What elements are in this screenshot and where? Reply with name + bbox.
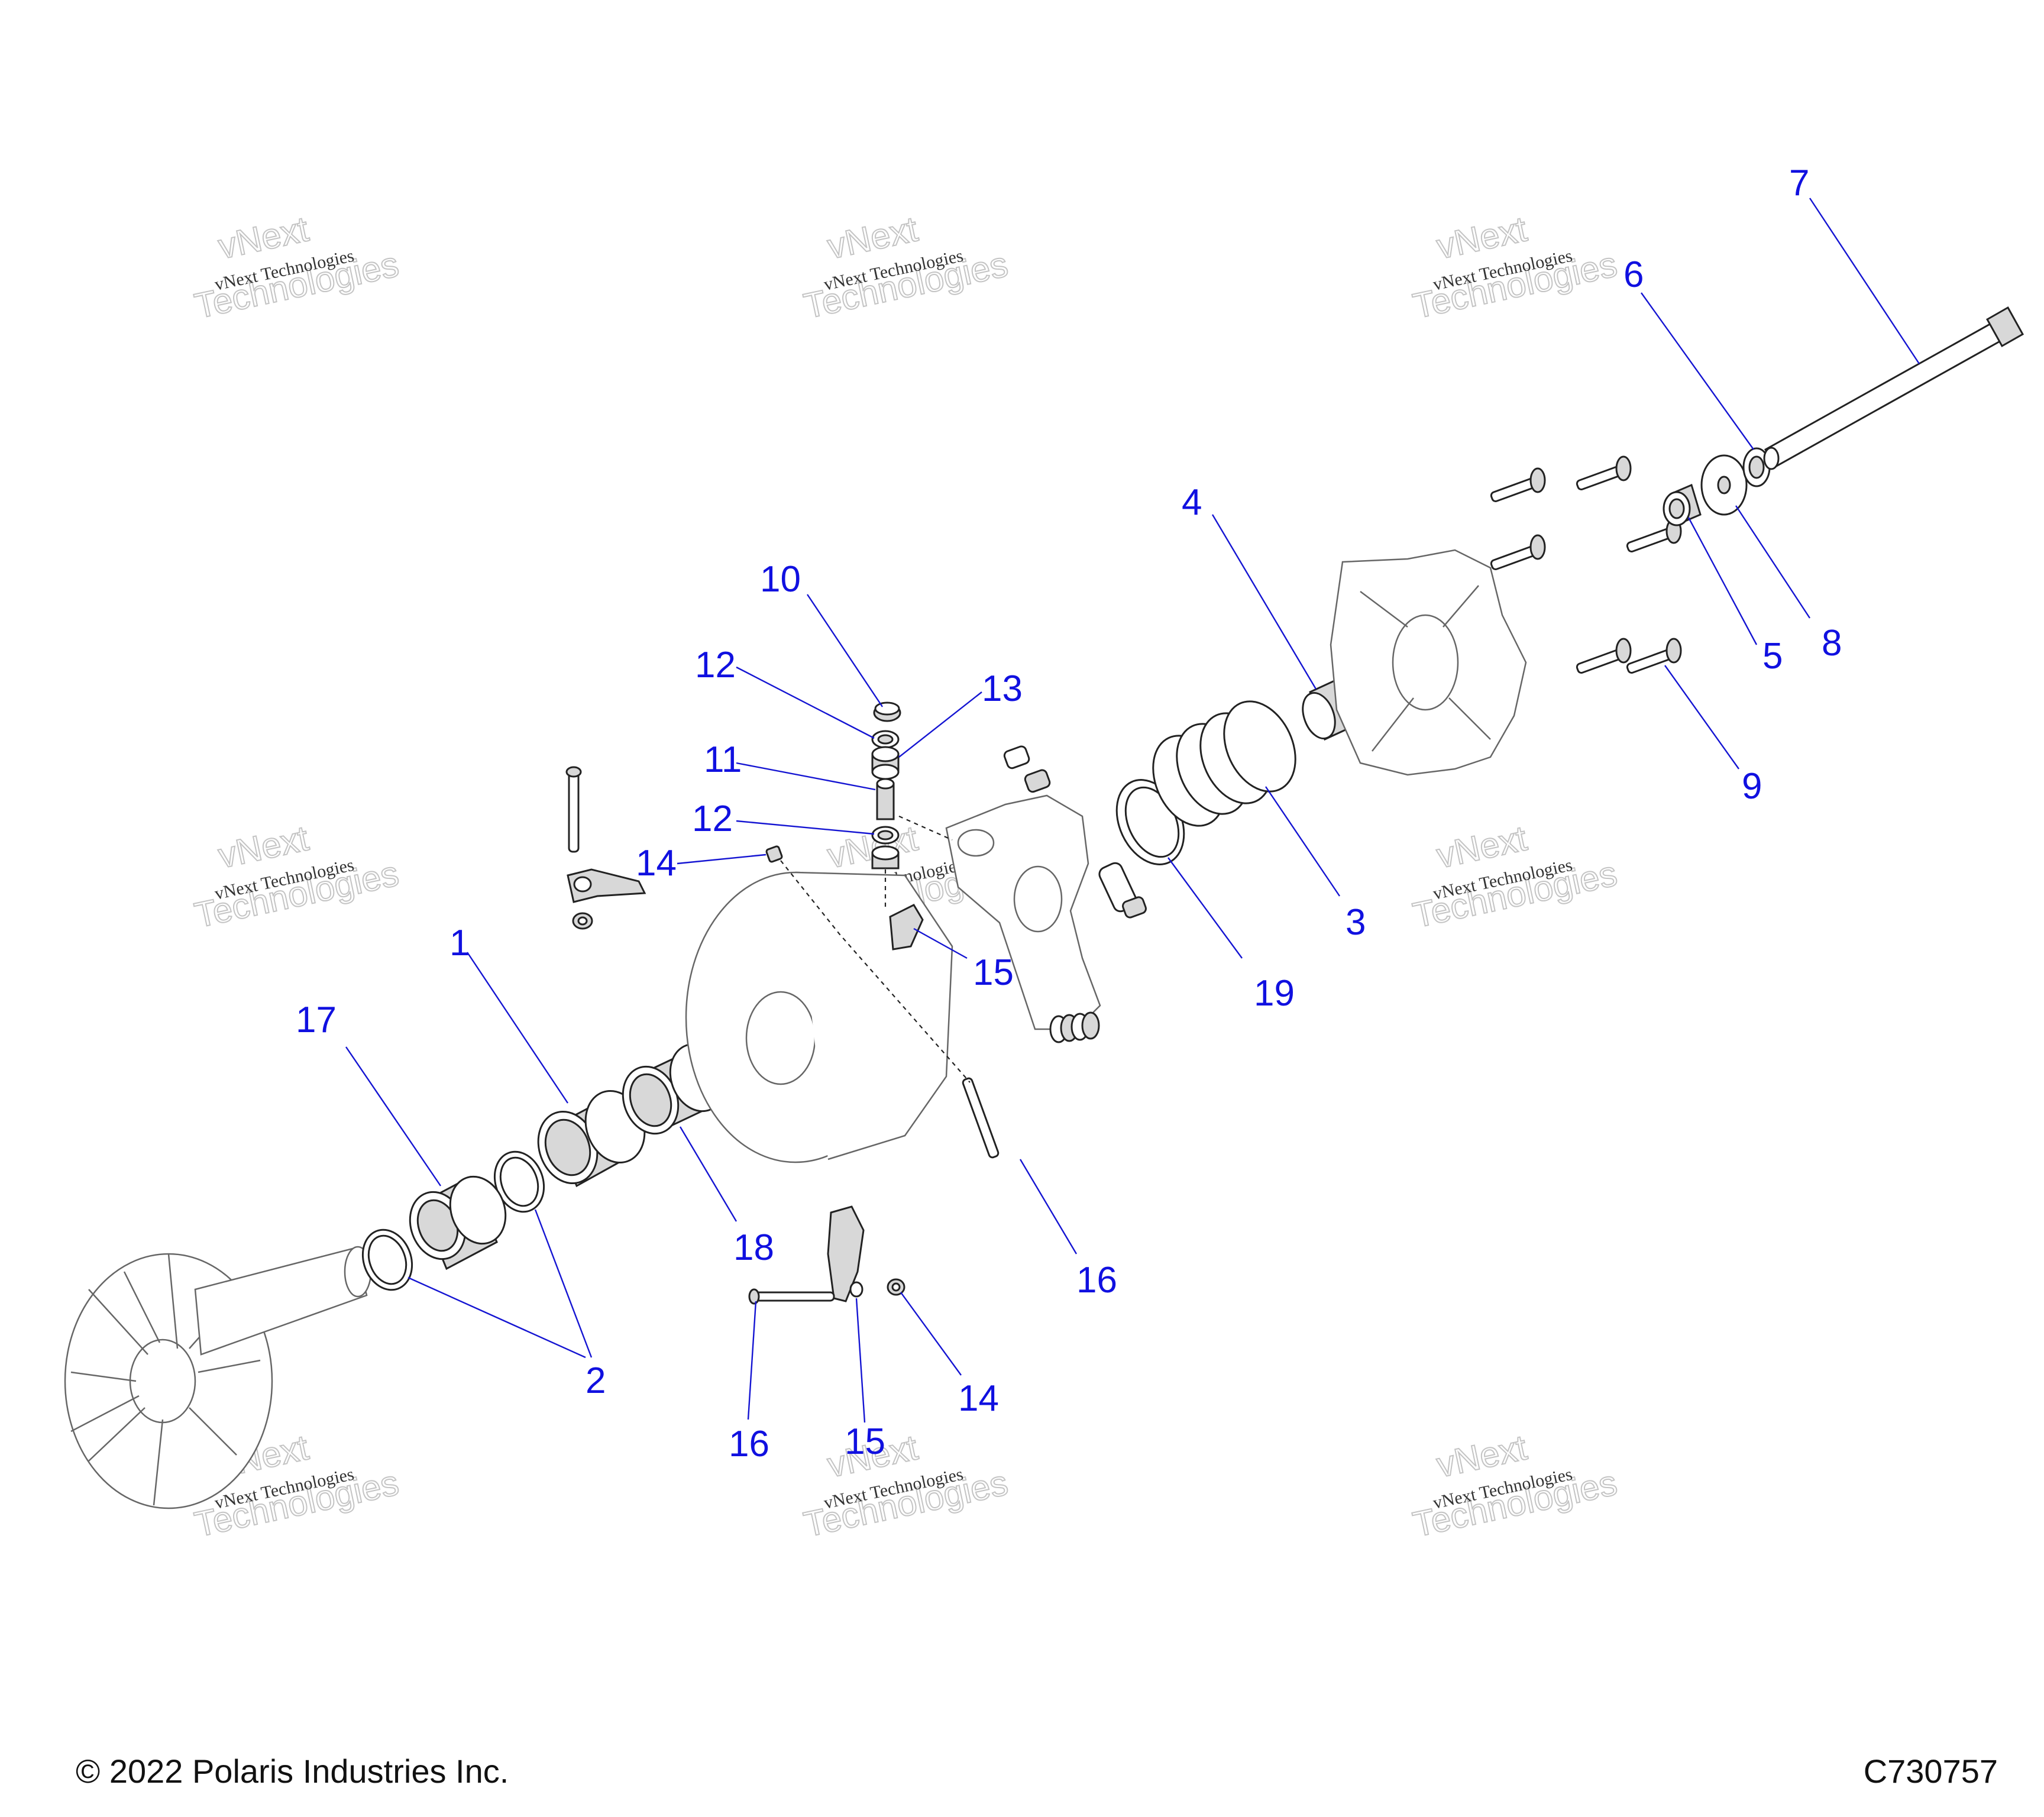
callout-13: 13	[982, 668, 1023, 709]
nut-part-14-upper	[765, 845, 783, 863]
watermark: vNext Technologies vNext Technologies	[1409, 1427, 1621, 1545]
leader-12	[736, 666, 875, 739]
copyright-notice: © 2022 Polaris Industries Inc.	[76, 1753, 509, 1790]
spring-part-3	[1152, 700, 1296, 827]
callout-5: 5	[1762, 636, 1783, 677]
watermarks: vNext Technologies vNext Technologies vN…	[190, 208, 1621, 1545]
leader-lines	[345, 198, 1920, 1423]
sleeve-part-13	[871, 746, 900, 780]
watermark: vNext Technologies vNext Technologies	[1409, 208, 1621, 326]
bushing-part-1	[537, 1089, 646, 1188]
washer-part-12-upper	[871, 730, 900, 749]
nut-upper-left	[572, 912, 593, 930]
watermark: vNext Technologies vNext Technologies	[190, 817, 403, 936]
cap-part-10	[873, 701, 901, 722]
leader-12	[736, 820, 875, 835]
bolt-2	[1576, 455, 1632, 491]
leader-4	[1211, 514, 1317, 690]
leader-17	[345, 1046, 441, 1186]
leader-14	[900, 1292, 962, 1376]
callout-labels: 1 2 3 4 5 6 7 8 9 10 11 12 12 13 14 14 1…	[296, 163, 1842, 1464]
weight-arm-part-15a	[889, 904, 924, 950]
figure-id: C730757	[1863, 1753, 1998, 1790]
callout-16a: 16	[1076, 1260, 1117, 1301]
leader-8	[1735, 505, 1811, 619]
callout-3: 3	[1346, 902, 1366, 943]
leader-14	[677, 853, 767, 865]
leader-9	[1664, 665, 1739, 770]
callout-11: 11	[704, 739, 742, 780]
pivot-pin-part-16a	[962, 1077, 1000, 1159]
shaft-bolt-part-7	[1763, 306, 2024, 470]
roller-pin	[1098, 862, 1147, 919]
callout-15a: 15	[973, 952, 1014, 993]
leader-18	[679, 1126, 738, 1222]
callout-12b: 12	[692, 798, 733, 839]
callout-17: 17	[296, 1000, 337, 1040]
bolt-part-9b	[1626, 638, 1682, 674]
weight-arm-upper	[567, 868, 646, 903]
pivot-pin-part-16b	[748, 1288, 835, 1305]
callout-12a: 12	[695, 645, 736, 686]
callout-7: 7	[1789, 163, 1809, 203]
leader-19	[1167, 857, 1243, 959]
callout-8: 8	[1822, 623, 1842, 664]
leader-1	[467, 952, 568, 1104]
pivot-pin-upper	[565, 766, 582, 853]
callout-19: 19	[1254, 973, 1295, 1014]
watermark: vNext Technologies vNext Technologies	[800, 208, 1012, 326]
callout-14a: 14	[636, 843, 677, 884]
watermark: vNext Technologies vNext Technologies	[1409, 817, 1621, 936]
washer-part-8	[1700, 454, 1748, 516]
callout-16b: 16	[729, 1424, 769, 1464]
roller-part	[871, 845, 900, 869]
leader-2	[534, 1209, 593, 1358]
spacer-part-5	[1663, 483, 1702, 526]
leader-13	[898, 691, 982, 758]
bolt-1	[1490, 467, 1546, 503]
callout-2: 2	[586, 1360, 606, 1401]
roller-stack	[1049, 1011, 1100, 1043]
callout-18: 18	[733, 1227, 774, 1268]
leader-16	[747, 1301, 757, 1420]
watermark: vNext Technologies vNext Technologies	[190, 208, 403, 326]
leader-11	[736, 762, 876, 791]
assembly-line	[898, 815, 953, 841]
nut-part-14-lower	[887, 1278, 905, 1296]
leader-5	[1687, 517, 1758, 645]
watermark: vNext Technologies vNext Technologies	[800, 1427, 1012, 1545]
callout-14b: 14	[958, 1378, 999, 1419]
callout-9: 9	[1742, 766, 1762, 807]
leader-15	[855, 1298, 866, 1423]
roller-buttons-top	[1003, 745, 1051, 793]
weight-arm-part-15b	[827, 1205, 865, 1302]
callout-15b: 15	[845, 1421, 885, 1462]
leader-2	[407, 1276, 586, 1359]
spider-assembly	[945, 794, 1101, 1030]
fixed-sheave-fan	[64, 1246, 372, 1509]
pin-part-11	[876, 778, 895, 820]
callout-6: 6	[1623, 254, 1644, 295]
callout-10: 10	[760, 559, 801, 600]
callout-4: 4	[1182, 482, 1202, 523]
assembly-line	[780, 860, 971, 1083]
leader-6	[1641, 292, 1754, 450]
leader-10	[807, 594, 883, 707]
o-ring-part-2a	[361, 1228, 413, 1291]
clutch-cover	[1330, 549, 1527, 776]
leader-3	[1265, 786, 1340, 897]
bolt-3	[1490, 534, 1546, 571]
bushing-part-17	[409, 1175, 507, 1270]
washer-part-12-lower	[871, 826, 900, 845]
parts	[64, 306, 2024, 1509]
leader-7	[1809, 198, 1920, 364]
leader-16	[1019, 1159, 1078, 1255]
bolt-part-9a	[1576, 638, 1632, 674]
movable-sheave	[685, 871, 953, 1163]
bearing-part-6	[1742, 447, 1771, 487]
leader-15	[913, 927, 968, 959]
callout-1: 1	[449, 923, 470, 964]
